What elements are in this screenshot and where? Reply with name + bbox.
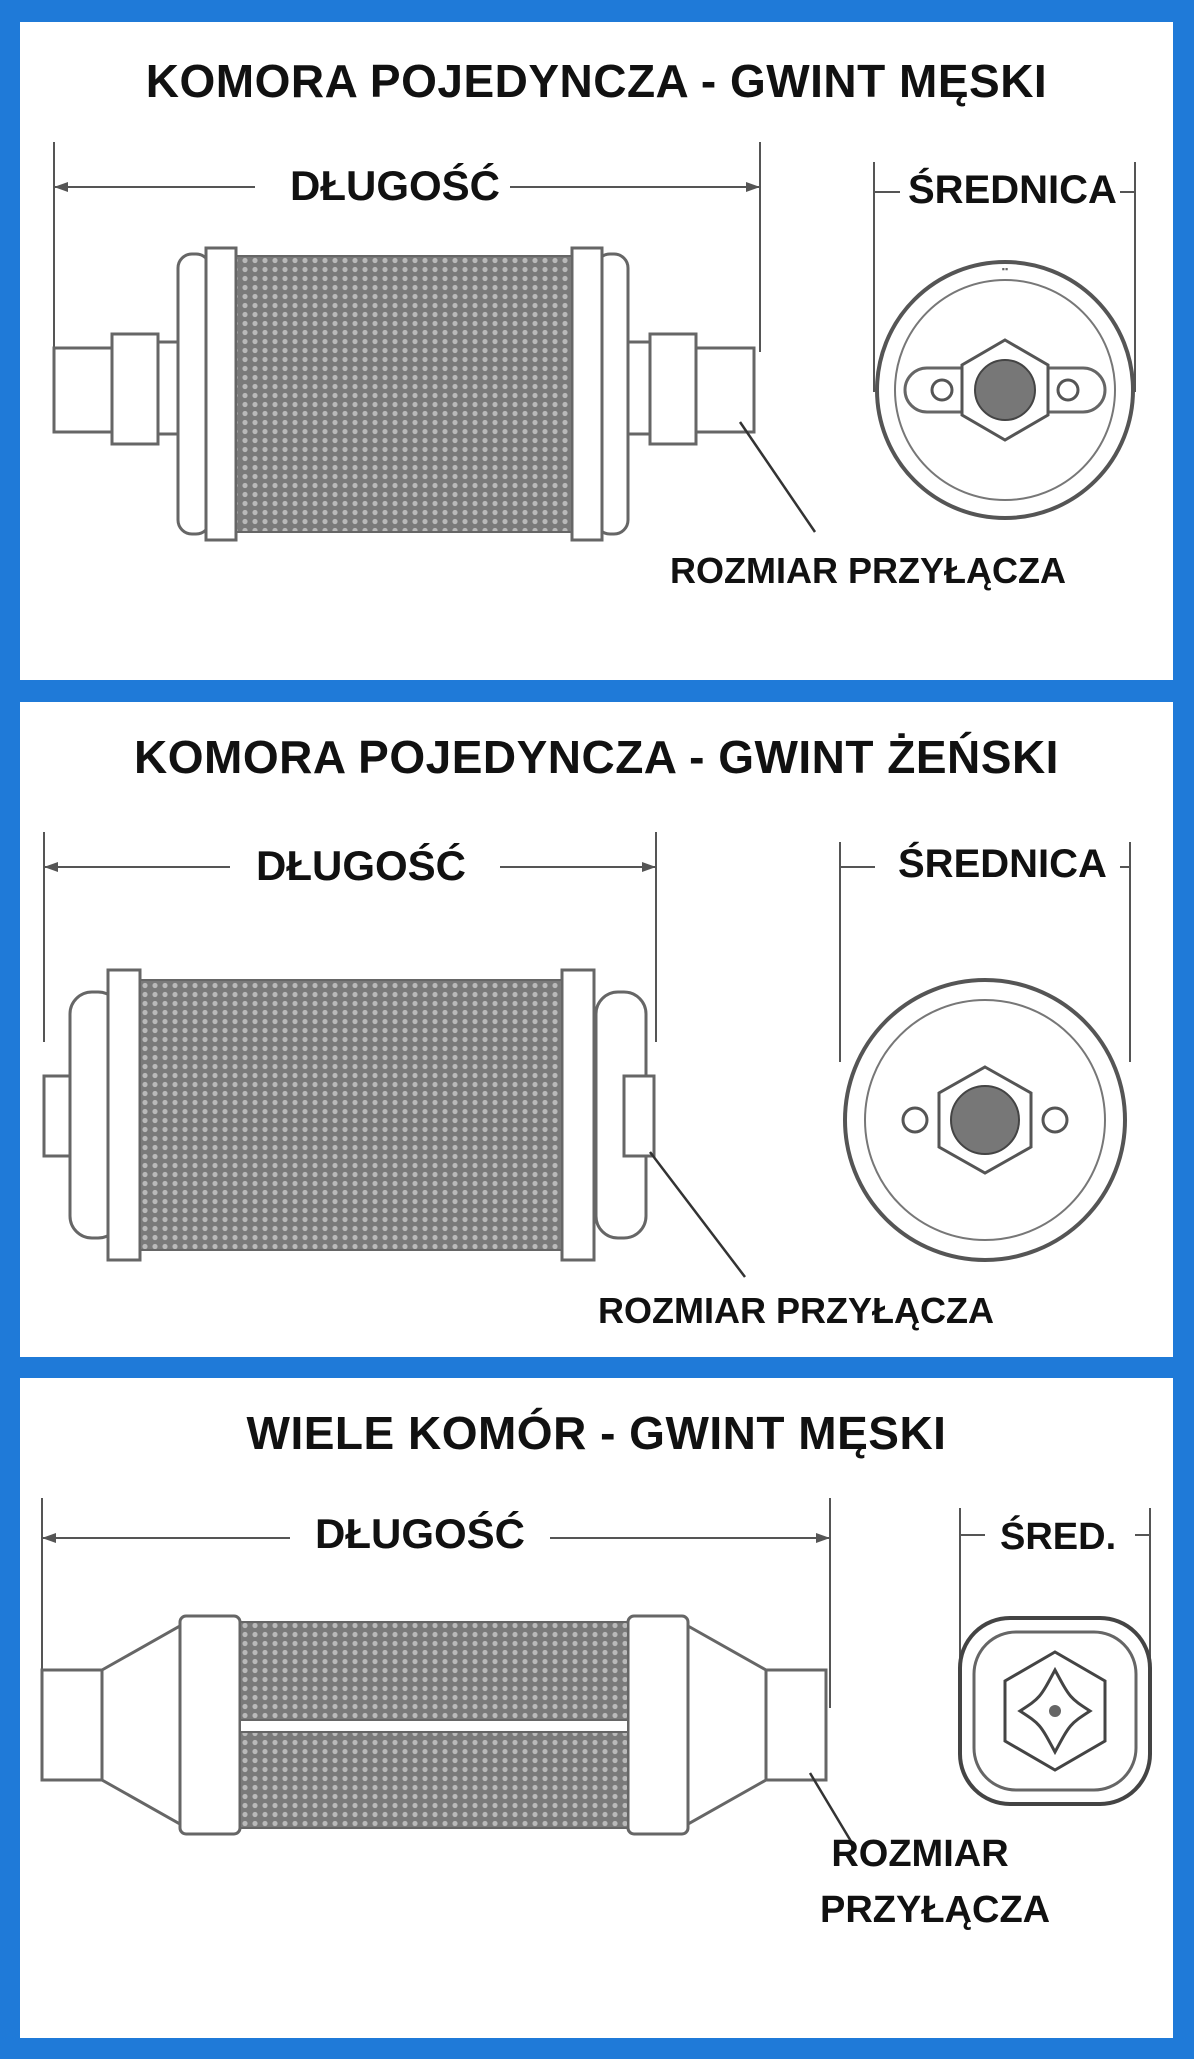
port-size-label: ROZMIAR PRZYŁĄCZA [820, 1826, 1051, 1938]
port-size-label-line1: ROZMIAR [831, 1833, 1009, 1875]
length-label: DŁUGOŚĆ [256, 842, 466, 889]
panel-multi-chamber-male: WIELE KOMÓR - GWINT MĘSKI DŁUGOŚĆ ŚRED. … [20, 1378, 1173, 2038]
port-size-label-line2: PRZYŁĄCZA [820, 1889, 1051, 1931]
diameter-label: ŚREDNICA [908, 168, 1117, 212]
diameter-label: ŚREDNICA [898, 842, 1107, 886]
diameter-label: ŚRED. [1000, 1516, 1117, 1558]
panel-title: KOMORA POJEDYNCZA - GWINT ŻEŃSKI [134, 731, 1059, 783]
port-size-label: ROZMIAR PRZYŁĄCZA [598, 1290, 994, 1331]
panel-title: WIELE KOMÓR - GWINT MĘSKI [246, 1407, 947, 1459]
multi-chamber-male-filter-icon [40, 1498, 1152, 1849]
length-label: DŁUGOŚĆ [290, 162, 500, 209]
svg-text:▪▪: ▪▪ [1002, 264, 1008, 274]
length-label: DŁUGOŚĆ [315, 1510, 525, 1557]
panel-single-chamber-male: ▪▪ KOMORA POJEDYNCZA - GWINT MĘSKI DŁUGO… [20, 22, 1173, 680]
panel-title: KOMORA POJEDYNCZA - GWINT MĘSKI [145, 55, 1048, 107]
panel-single-chamber-female: KOMORA POJEDYNCZA - GWINT ŻEŃSKI DŁUGOŚĆ… [20, 702, 1173, 1357]
port-size-label: ROZMIAR PRZYŁĄCZA [670, 550, 1066, 591]
single-chamber-female-filter-icon [42, 832, 1131, 1278]
single-chamber-male-filter-icon: ▪▪ [52, 142, 1136, 542]
